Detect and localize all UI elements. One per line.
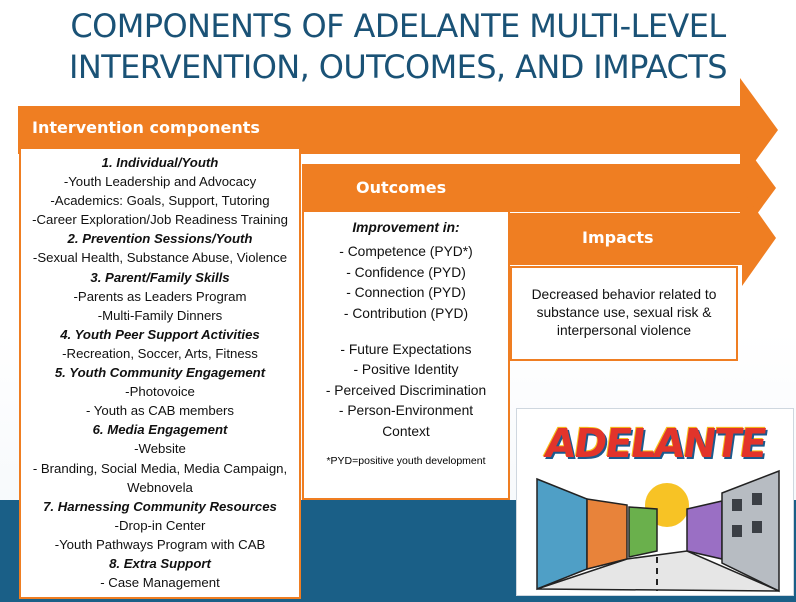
outcome-item: - Connection (PYD) [346, 285, 466, 301]
intervention-arrow [18, 78, 778, 182]
adelante-logo: ADELANTE [516, 408, 794, 596]
intervention-heading: 3. Parent/Family Skills [90, 269, 230, 285]
intervention-heading: 2. Prevention Sessions/Youth [67, 231, 253, 247]
impacts-arrow-label: Impacts [582, 228, 654, 247]
intervention-item: - Case Management [100, 575, 220, 591]
impact-text-line: interpersonal violence [556, 323, 692, 338]
title-line-2: INTERVENTION, OUTCOMES, AND IMPACTS [69, 48, 728, 86]
outcome-item: - Confidence (PYD) [346, 264, 466, 280]
page-title: COMPONENTS OF ADELANTE MULTI-LEVEL INTER… [0, 6, 796, 88]
outcomes-footnote: *PYD=positive youth development [326, 455, 486, 468]
intervention-item: - Youth as CAB members [85, 403, 235, 419]
outcome-item: Context [382, 423, 430, 439]
title-line-1: COMPONENTS OF ADELANTE MULTI-LEVEL [70, 7, 726, 45]
intervention-item: -Website [134, 441, 186, 457]
intervention-heading: 1. Individual/Youth [101, 155, 219, 170]
intervention-item: -Multi-Family Dinners [97, 307, 223, 323]
intervention-item: -Parents as Leaders Program [73, 288, 247, 304]
outcomes-box: Improvement in: - Competence (PYD*) - Con… [302, 210, 510, 500]
logo-street-illustration [536, 469, 780, 593]
outcome-item: - Person-Environment [338, 403, 474, 419]
outcome-item: - Competence (PYD*) [339, 244, 473, 260]
intervention-arrow-label: Intervention components [32, 118, 260, 137]
impact-text-line: substance use, sexual risk & [536, 305, 712, 320]
outcomes-arrow-label: Outcomes [356, 178, 447, 197]
intervention-heading: 6. Media Engagement [92, 422, 228, 438]
intervention-item: -Academics: Goals, Support, Tutoring [50, 193, 270, 209]
intervention-heading: 5. Youth Community Engagement [54, 365, 266, 381]
outcomes-heading: Improvement in: [352, 220, 460, 235]
intervention-item: -Youth Pathways Program with CAB [54, 536, 266, 552]
intervention-item: -Recreation, Soccer, Arts, Fitness [62, 345, 258, 361]
intervention-item: -Sexual Health, Substance Abuse, Violenc… [32, 250, 288, 266]
intervention-heading: 4. Youth Peer Support Activities [60, 326, 260, 342]
intervention-components-box: 1. Individual/Youth -Youth Leadership and… [19, 147, 301, 599]
outcome-item: - Contribution (PYD) [343, 305, 469, 321]
intervention-heading: 7. Harnessing Community Resources [43, 498, 277, 514]
outcomes-arrow [302, 139, 776, 237]
outcome-item: - Future Expectations [340, 342, 472, 358]
outcomes-group-1: - Competence (PYD*) - Confidence (PYD) - C… [304, 242, 508, 324]
outcome-item: - Perceived Discrimination [325, 382, 487, 398]
intervention-item: -Drop-in Center [114, 517, 206, 533]
outcome-item: - Positive Identity [353, 362, 459, 378]
intervention-item: - Branding, Social Media, Media Campaign… [32, 460, 288, 476]
intervention-item: -Youth Leadership and Advocacy [63, 174, 257, 190]
impact-text-line: Decreased behavior related to [531, 287, 717, 302]
intervention-item: Webnovela [127, 479, 193, 495]
intervention-item: -Photovoice [125, 384, 195, 400]
intervention-heading: 8. Extra Support [109, 555, 211, 571]
impacts-box: Decreased behavior related to substance u… [510, 266, 738, 361]
intervention-item: -Career Exploration/Job Readiness Traini… [32, 212, 288, 228]
outcomes-group-2: - Future Expectations - Positive Identity… [304, 340, 508, 442]
impacts-arrow [510, 190, 776, 286]
